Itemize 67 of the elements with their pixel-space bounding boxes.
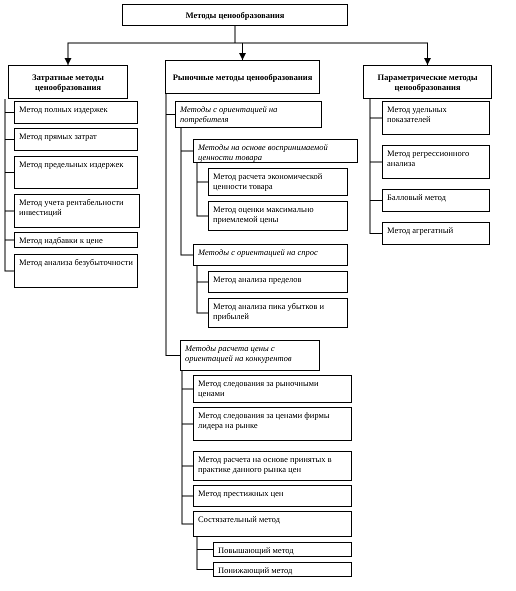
connector-line — [196, 266, 208, 314]
method-label: Метод регрессионного анализа — [387, 148, 470, 168]
method-box — [14, 101, 138, 124]
method-label: Рыночные методы ценообразования — [172, 72, 312, 82]
method-label: Повышающий метод — [218, 545, 294, 556]
method-box — [208, 168, 348, 196]
method-label: Метод оценки максимально приемлемой цены — [213, 204, 315, 224]
method-box — [193, 451, 352, 481]
method-label: Методы с ориентацией на спрос — [198, 247, 318, 258]
method-label: Метод анализа пика убытков и прибылей — [213, 301, 326, 322]
category-box — [165, 60, 320, 94]
connector-line — [182, 370, 194, 524]
method-box — [14, 156, 138, 189]
method-box — [382, 189, 490, 212]
method-label: Методы на основе воспринимаемой ценности товара — [198, 142, 329, 162]
method-box — [193, 407, 352, 441]
method-box — [193, 244, 348, 266]
method-label: Метод удельных показателей — [387, 104, 448, 124]
method-box — [208, 271, 348, 293]
method-label: Метод надбавки к цене — [19, 234, 103, 246]
connector-line — [180, 128, 194, 256]
category-box — [122, 4, 348, 26]
method-box — [193, 485, 352, 507]
arrow — [234, 26, 431, 66]
method-label: Метод прямых затрат — [19, 131, 97, 142]
method-box — [14, 128, 138, 151]
method-box — [382, 145, 490, 179]
method-box — [208, 298, 348, 328]
connector-line — [196, 536, 214, 570]
connector-line — [196, 162, 208, 216]
method-label: Метод анализа безубыточности — [19, 257, 133, 268]
method-box — [382, 222, 490, 245]
method-box — [193, 375, 352, 403]
method-label: Балловый метод — [387, 192, 446, 202]
connector-line — [166, 94, 180, 356]
method-label: Метод учета рентабельности инвестиций — [19, 197, 125, 218]
category-box — [8, 65, 128, 99]
method-label: Метод агрегатный — [387, 225, 454, 236]
method-box — [208, 201, 348, 231]
method-box — [14, 194, 140, 228]
method-label: Метод следования за рыночными ценами — [198, 378, 320, 398]
method-box — [193, 139, 358, 163]
method-label: Метод полных издержек — [19, 104, 108, 114]
connector-line — [370, 98, 382, 234]
connector-line — [4, 98, 14, 272]
method-label: Метод расчета на основе принятых в практике данного рынка цен — [198, 454, 333, 474]
method-label: Состязательный метод — [198, 514, 280, 524]
method-box — [213, 542, 352, 557]
method-label: Метод следования за ценами фирмы лидера на рынке — [198, 410, 331, 430]
method-box — [382, 101, 490, 135]
method-label: Понижающий метод — [218, 565, 292, 576]
method-label: Параметрические методы ценообразования — [376, 72, 478, 92]
method-box — [180, 340, 320, 371]
method-box — [14, 254, 138, 288]
method-box — [14, 232, 138, 248]
category-box — [363, 65, 492, 99]
method-label: Методы расчета цены с ориентацией на конкурентов — [185, 343, 293, 364]
method-label: Метод престижных цен — [198, 488, 284, 498]
method-label: Метод анализа пределов — [213, 274, 302, 284]
method-box — [193, 511, 352, 537]
method-label: Метод предельных издержек — [19, 159, 124, 170]
method-box — [175, 101, 322, 128]
method-label: Метод расчета экономической ценности товара — [213, 171, 324, 192]
method-label: Методы с ориентацией на потребителя — [180, 104, 278, 124]
method-label: Затратные методы ценообразования — [31, 72, 105, 92]
method-label: Методы ценообразования — [186, 10, 284, 20]
method-box — [213, 562, 352, 577]
